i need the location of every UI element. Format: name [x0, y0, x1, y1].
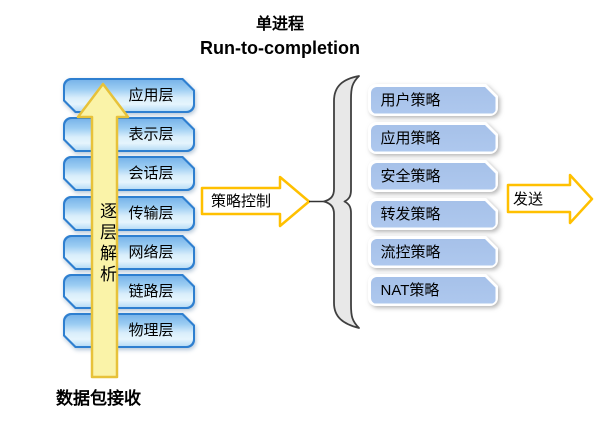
- policy-label: 安全策略: [380, 167, 441, 185]
- title-line-english: Run-to-completion: [200, 37, 360, 58]
- layer-box-link: 链路层: [63, 274, 195, 309]
- policy-box-application: 应用策略: [368, 122, 498, 154]
- policy-box-flow-control: 流控策略: [368, 236, 498, 268]
- send-label: 发送: [513, 191, 544, 208]
- layer-box-transport: 传输层: [63, 196, 195, 231]
- parse-by-layer-label: 逐层解析: [97, 202, 116, 286]
- page-title: 单进程 Run-to-completion: [130, 14, 430, 60]
- layer-label: 会话层: [128, 165, 174, 182]
- layer-box-physical: 物理层: [63, 313, 195, 348]
- policy-box-nat: NAT策略: [368, 274, 498, 306]
- layer-box-session: 会话层: [63, 156, 195, 191]
- layer-box-application: 应用层: [63, 78, 195, 113]
- policy-label: NAT策略: [380, 281, 440, 299]
- packet-receive-label: 数据包接收: [56, 389, 141, 408]
- layer-box-network: 网络层: [63, 235, 195, 270]
- policy-box-forwarding: 转发策略: [368, 198, 498, 230]
- policy-box-user: 用户策略: [368, 84, 498, 116]
- layer-label: 链路层: [128, 283, 174, 300]
- policy-box-security: 安全策略: [368, 160, 498, 192]
- policy-control-label: 策略控制: [210, 193, 271, 210]
- policy-label: 用户策略: [380, 91, 441, 109]
- title-line-chinese: 单进程: [255, 16, 304, 33]
- layer-label: 应用层: [128, 87, 174, 104]
- policy-label: 应用策略: [380, 129, 441, 147]
- layer-label: 网络层: [128, 244, 174, 261]
- layer-label: 表示层: [128, 126, 174, 143]
- layer-label: 传输层: [128, 205, 174, 222]
- policy-label: 流控策略: [380, 243, 441, 261]
- layer-label: 物理层: [128, 322, 174, 339]
- policy-label: 转发策略: [380, 205, 441, 223]
- layer-box-presentation: 表示层: [63, 117, 195, 152]
- grouping-brace-shape: [323, 75, 360, 329]
